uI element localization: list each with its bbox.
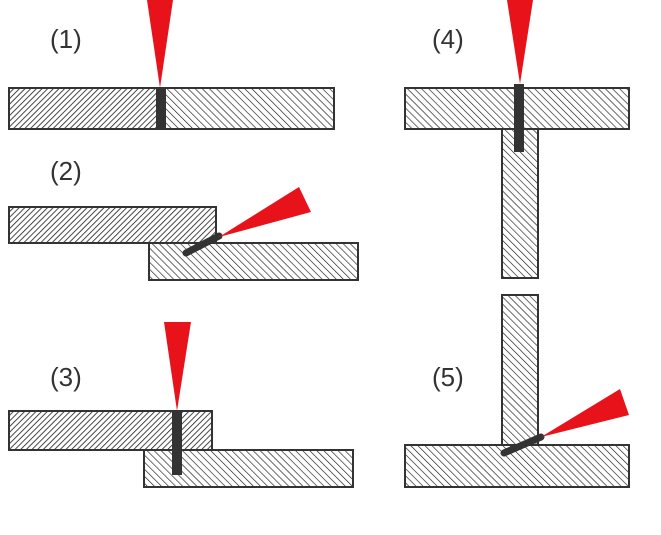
plate-2-bottom xyxy=(148,242,359,281)
weld-seam-icon xyxy=(172,411,182,475)
joint-3-lap-penetration xyxy=(8,322,354,488)
joint-5-t-fillet xyxy=(404,294,630,488)
joint-label-2: (2) xyxy=(50,156,82,186)
joint-label-5: (5) xyxy=(432,362,464,392)
plate-1-left xyxy=(8,87,163,130)
joint-label-3: (3) xyxy=(50,362,82,392)
laser-beam-icon xyxy=(541,389,629,437)
laser-beam-icon xyxy=(147,0,173,88)
joint-4-t-through xyxy=(404,0,630,279)
joint-1-butt xyxy=(8,0,335,130)
weld-seam-icon xyxy=(182,232,223,257)
weld-seam-icon xyxy=(156,88,166,129)
joint-label-4: (4) xyxy=(432,24,464,54)
joint-2-lap-fillet xyxy=(8,187,359,281)
laser-beam-icon xyxy=(219,187,311,237)
weld-seam-icon xyxy=(500,433,545,457)
plate-2-top xyxy=(8,206,217,244)
laser-beam-icon xyxy=(507,0,533,84)
plate-5-web xyxy=(501,294,539,446)
plate-1-right xyxy=(161,87,335,130)
plate-5-base xyxy=(404,444,630,488)
laser-beam-icon xyxy=(164,322,191,411)
joint-label-1: (1) xyxy=(50,24,82,54)
weld-seam-icon xyxy=(514,84,524,152)
